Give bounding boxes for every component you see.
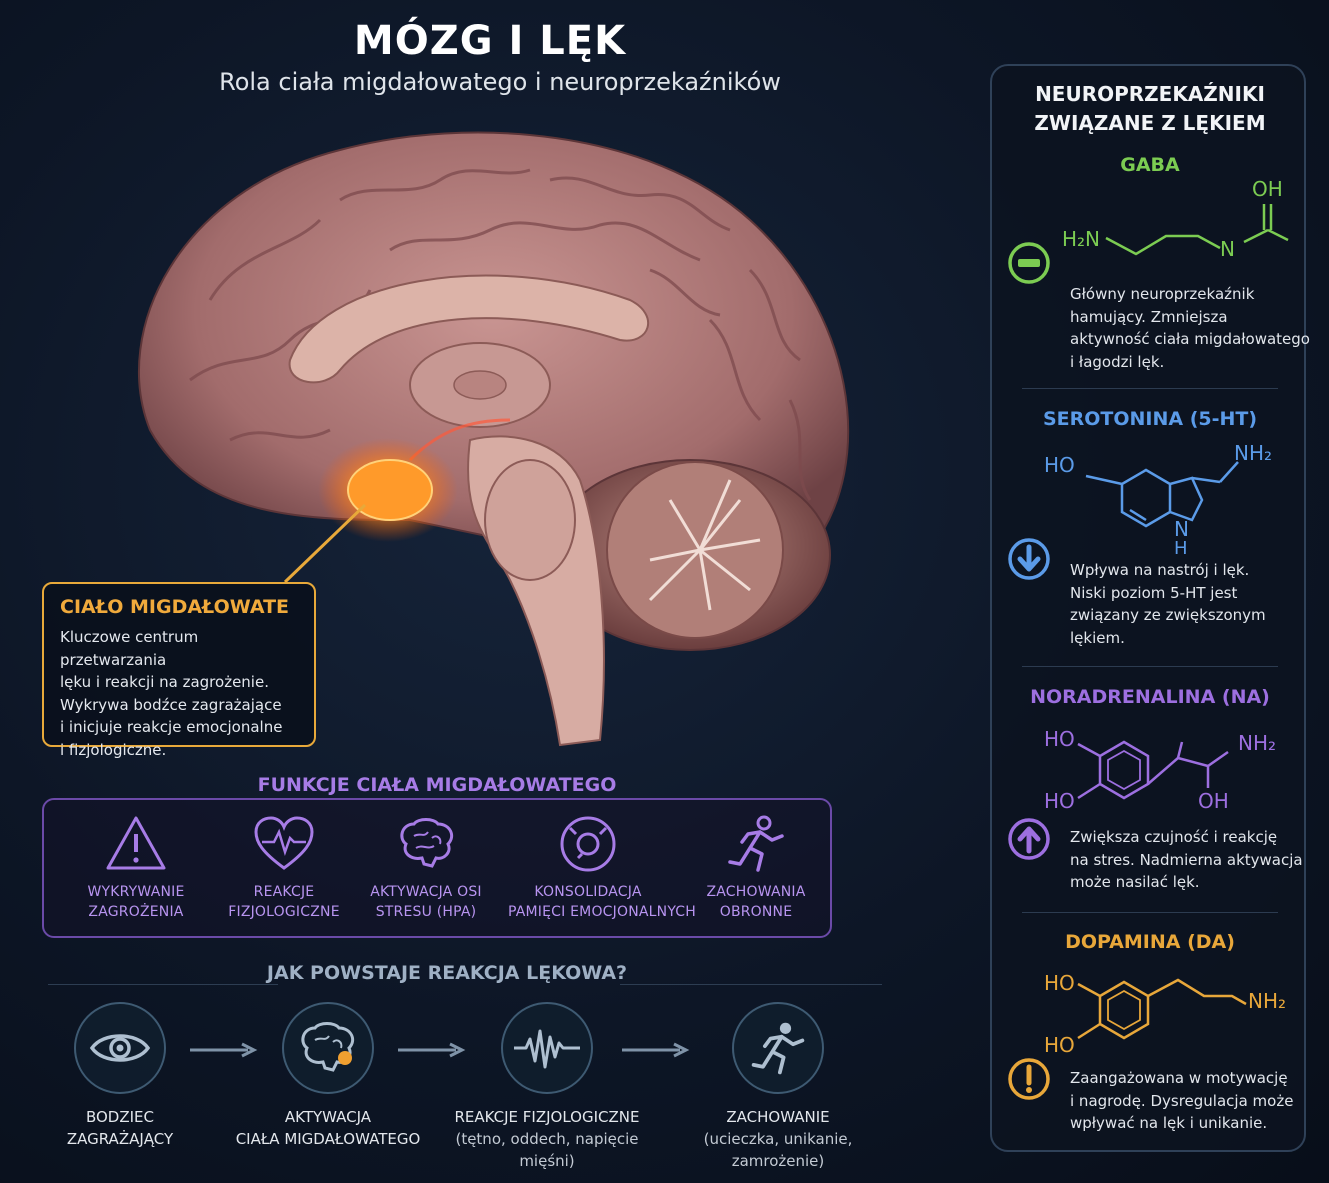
serotonin-molecule: HO NH₂ N H [1044, 441, 1272, 559]
amygdala-info-box: CIAŁO MIGDAŁOWATE Kluczowe centrum przet… [42, 582, 316, 759]
svg-text:HO: HO [1044, 1033, 1075, 1057]
gaba-molecule: H₂N N OH [1062, 177, 1289, 261]
svg-text:HO: HO [1044, 453, 1075, 477]
amygdala [347, 459, 433, 521]
brain-amygdala-icon [301, 1022, 355, 1072]
divider [1022, 912, 1278, 913]
noradrenaline-molecule: HO HO NH₂ OH [1044, 727, 1276, 813]
svg-text:NH₂: NH₂ [1248, 989, 1286, 1013]
svg-text:H: H [1174, 538, 1188, 559]
neurotransmitter-description: Główny neuroprzekaźnik hamujący. Zmniejs… [1070, 285, 1310, 371]
neurotransmitter-name: DOPAMINA (DA) [1065, 931, 1235, 953]
amygdala-pointer [283, 503, 367, 584]
neurotransmitter-name: NORADRENALINA (NA) [1030, 686, 1270, 708]
svg-text:HO: HO [1044, 971, 1075, 995]
neurotransmitter-serotonin: SEROTONINA (5-HT) [992, 408, 1308, 430]
eye-icon [89, 1034, 151, 1062]
process-step: REAKCJE FIZJOLOGICZNE(tętno, oddech, nap… [432, 1002, 662, 1172]
memory-target-icon [560, 816, 616, 872]
arrow-right-icon [622, 1042, 690, 1058]
divider [1022, 666, 1278, 667]
neurotransmitter-name: GABA [1120, 154, 1180, 176]
neurotransmitter-description: Zwiększa czujność i reakcję na stres. Na… [1070, 828, 1303, 891]
amygdala-title: CIAŁO MIGDAŁOWATE [60, 596, 290, 618]
neurotransmitter-description: Zaangażowana w motywację i nagrodę. Dysr… [1070, 1069, 1294, 1132]
svg-text:N: N [1174, 517, 1189, 541]
brain-icon [400, 818, 454, 868]
arrow-up-circle-icon [1008, 818, 1050, 860]
page-title: MÓZG I LĘK [353, 18, 627, 64]
svg-text:NH₂: NH₂ [1234, 441, 1272, 465]
svg-text:OH: OH [1198, 789, 1229, 813]
page-subtitle: Rola ciała migdałowatego i neuroprzekaźn… [219, 68, 781, 96]
heartbeat-icon [254, 816, 314, 870]
arrow-down-circle-icon [1008, 538, 1050, 580]
svg-text:N: N [1220, 237, 1235, 261]
arbor-vitae [648, 479, 761, 611]
neurotransmitter-dopamine: DOPAMINA (DA) [992, 931, 1308, 953]
neurotransmitter-description: Wpływa na nastrój i lęk. Niski poziom 5-… [1070, 561, 1266, 647]
minus-circle-icon [1008, 242, 1050, 284]
neurotransmitter-name: SEROTONINA (5-HT) [1042, 408, 1258, 430]
warning-icon [106, 816, 166, 870]
corpus-callosum [288, 274, 650, 384]
svg-text:H₂N: H₂N [1062, 227, 1100, 251]
running-person-icon [751, 1022, 805, 1075]
exclamation-circle-icon [1008, 1058, 1050, 1100]
pons [484, 459, 576, 581]
process-step: ZACHOWANIE(ucieczka, unikanie, zamrożeni… [668, 1002, 888, 1172]
dopamine-molecule: HO HO NH₂ [1044, 971, 1286, 1057]
arrow-right-icon [398, 1042, 466, 1058]
amygdala-description: Kluczowe centrum przetwarzania lęku i re… [60, 628, 283, 759]
divider [48, 984, 278, 985]
functions-title: FUNKCJE CIAŁA MIGDAŁOWATEGO [257, 774, 617, 796]
neurotransmitter-noradrenaline: NORADRENALINA (NA) [992, 686, 1308, 708]
svg-text:NH₂: NH₂ [1238, 731, 1276, 755]
svg-text:HO: HO [1044, 789, 1075, 813]
svg-text:OH: OH [1252, 177, 1283, 201]
running-person-icon [728, 815, 784, 872]
divider [620, 984, 882, 985]
divider [1022, 388, 1278, 389]
process-title: JAK POWSTAJE REAKCJA LĘKOWA? [266, 962, 628, 984]
brain-illustration [137, 131, 850, 747]
svg-text:HO: HO [1044, 727, 1075, 751]
arrow-right-icon [190, 1042, 258, 1058]
pulse-wave-icon [514, 1029, 580, 1069]
neurotransmitter-gaba: GABA [992, 154, 1308, 176]
